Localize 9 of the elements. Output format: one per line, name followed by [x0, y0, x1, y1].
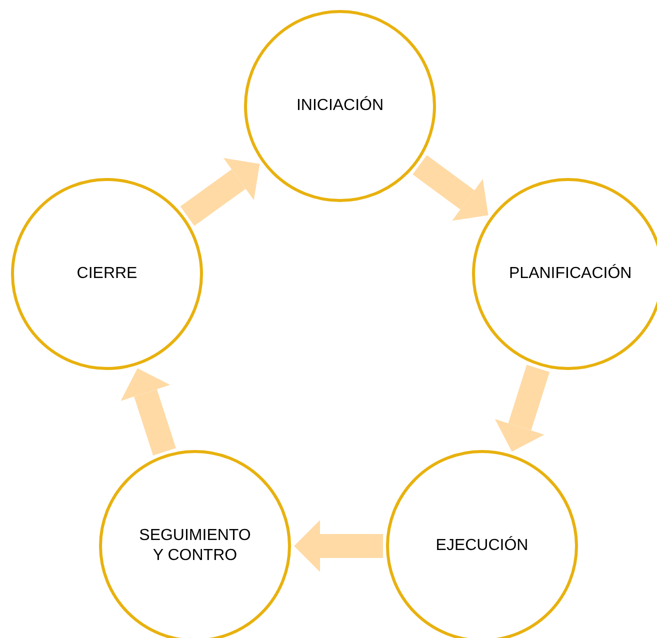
stage-label: INICIACIÓN — [296, 96, 384, 116]
stage-label: EJECUCIÓN — [436, 536, 528, 556]
block-arrow — [294, 520, 383, 572]
block-arrow — [120, 368, 176, 456]
block-arrow — [180, 158, 260, 226]
block-arrow — [412, 155, 488, 221]
stage-label: CIERRE — [76, 264, 138, 284]
block-arrow — [494, 364, 550, 452]
stage-label: SEGUIMIENTO Y CONTRO — [138, 526, 252, 566]
